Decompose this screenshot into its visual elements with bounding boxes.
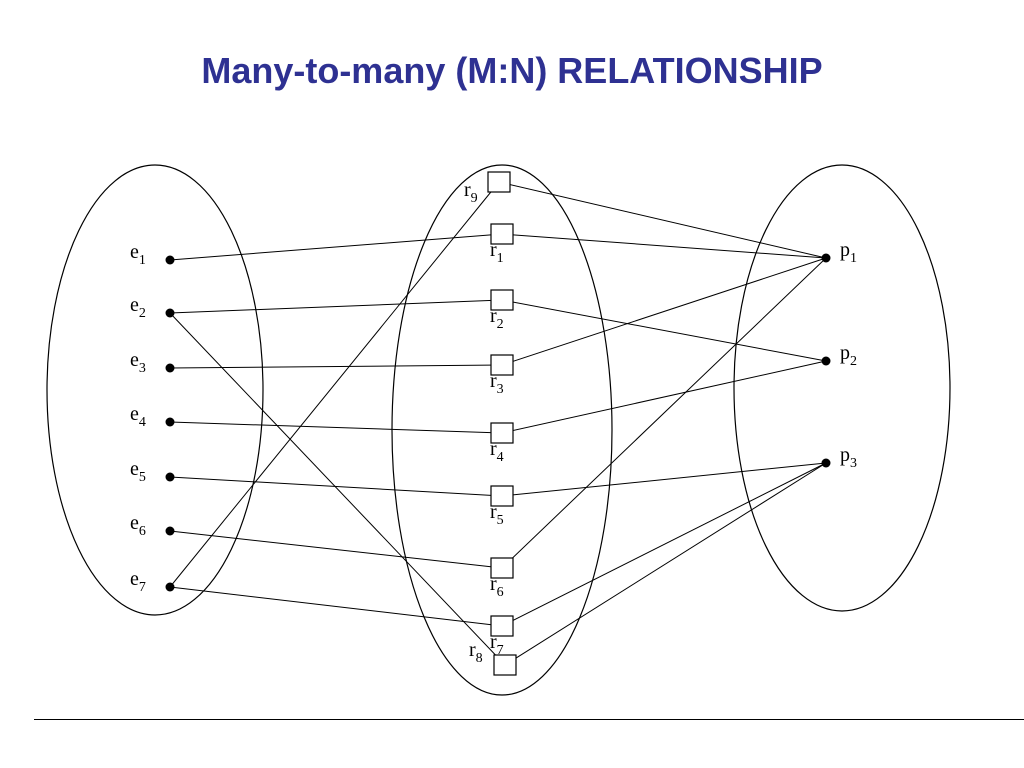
link-e1-r1 xyxy=(169,233,503,261)
entity-dot-e2 xyxy=(165,308,175,318)
label-r2: r2 xyxy=(490,305,504,332)
label-e3: e3 xyxy=(130,349,146,376)
project-dot-p1 xyxy=(821,253,831,263)
entity-dot-e1 xyxy=(165,255,175,265)
link-e7-r7 xyxy=(169,586,503,627)
link-e2-r8 xyxy=(169,312,506,666)
label-r7: r7 xyxy=(490,631,504,658)
label-r4: r4 xyxy=(490,438,504,465)
label-e1: e1 xyxy=(130,241,146,268)
relationship-box-r5 xyxy=(490,485,514,507)
project-set-ellipse xyxy=(733,164,951,612)
entity-dot-e4 xyxy=(165,417,175,427)
entity-dot-e3 xyxy=(165,363,175,373)
link-e5-r5 xyxy=(169,476,503,497)
relationship-box-r4 xyxy=(490,422,514,444)
relationship-box-r9 xyxy=(487,171,511,193)
link-r9-p1 xyxy=(498,181,827,259)
link-r6-p1 xyxy=(501,257,827,569)
relationship-box-r8 xyxy=(493,654,517,676)
relationship-box-r7 xyxy=(490,615,514,637)
label-r3: r3 xyxy=(490,370,504,397)
link-e7-r9 xyxy=(169,181,500,588)
link-r1-p1 xyxy=(501,233,827,259)
relationship-box-r2 xyxy=(490,289,514,311)
footer-divider xyxy=(34,719,1024,720)
relationship-set-ellipse xyxy=(391,164,613,696)
link-r5-p3 xyxy=(501,462,827,497)
entity-dot-e5 xyxy=(165,472,175,482)
label-e6: e6 xyxy=(130,512,146,539)
label-r8: r8 xyxy=(469,639,483,666)
project-dot-p2 xyxy=(821,356,831,366)
label-e2: e2 xyxy=(130,294,146,321)
label-r1: r1 xyxy=(490,239,504,266)
label-r5: r5 xyxy=(490,501,504,528)
entity-set-ellipse xyxy=(46,164,264,616)
label-e7: e7 xyxy=(130,568,146,595)
entity-dot-e6 xyxy=(165,526,175,536)
label-p1: p1 xyxy=(840,239,857,266)
link-lines xyxy=(169,181,827,666)
label-e5: e5 xyxy=(130,458,146,485)
project-dot-p3 xyxy=(821,458,831,468)
link-r8-p3 xyxy=(504,462,827,666)
relationship-box-r6 xyxy=(490,557,514,579)
link-e6-r6 xyxy=(169,530,503,569)
label-p3: p3 xyxy=(840,444,857,471)
slide-title: Many-to-many (M:N) RELATIONSHIP xyxy=(201,50,823,91)
link-e3-r3 xyxy=(169,364,503,369)
label-e4: e4 xyxy=(130,403,146,430)
relationship-box-r3 xyxy=(490,354,514,376)
label-r6: r6 xyxy=(490,573,504,600)
label-r9: r9 xyxy=(464,179,478,206)
relationship-box-r1 xyxy=(490,223,514,245)
link-r7-p3 xyxy=(501,462,827,627)
label-p2: p2 xyxy=(840,342,857,369)
entity-dot-e7 xyxy=(165,582,175,592)
link-e2-r2 xyxy=(169,299,503,314)
link-e4-r4 xyxy=(169,421,503,434)
link-r4-p2 xyxy=(501,360,827,434)
link-r3-p1 xyxy=(501,257,827,366)
nodes: r9 r1 r2 r3 r4 r5 r6 r7 r8 e1 e2 e3 e4 e5 e6 e7 p1 p2 p3 xyxy=(130,171,857,676)
link-r2-p2 xyxy=(501,299,827,362)
